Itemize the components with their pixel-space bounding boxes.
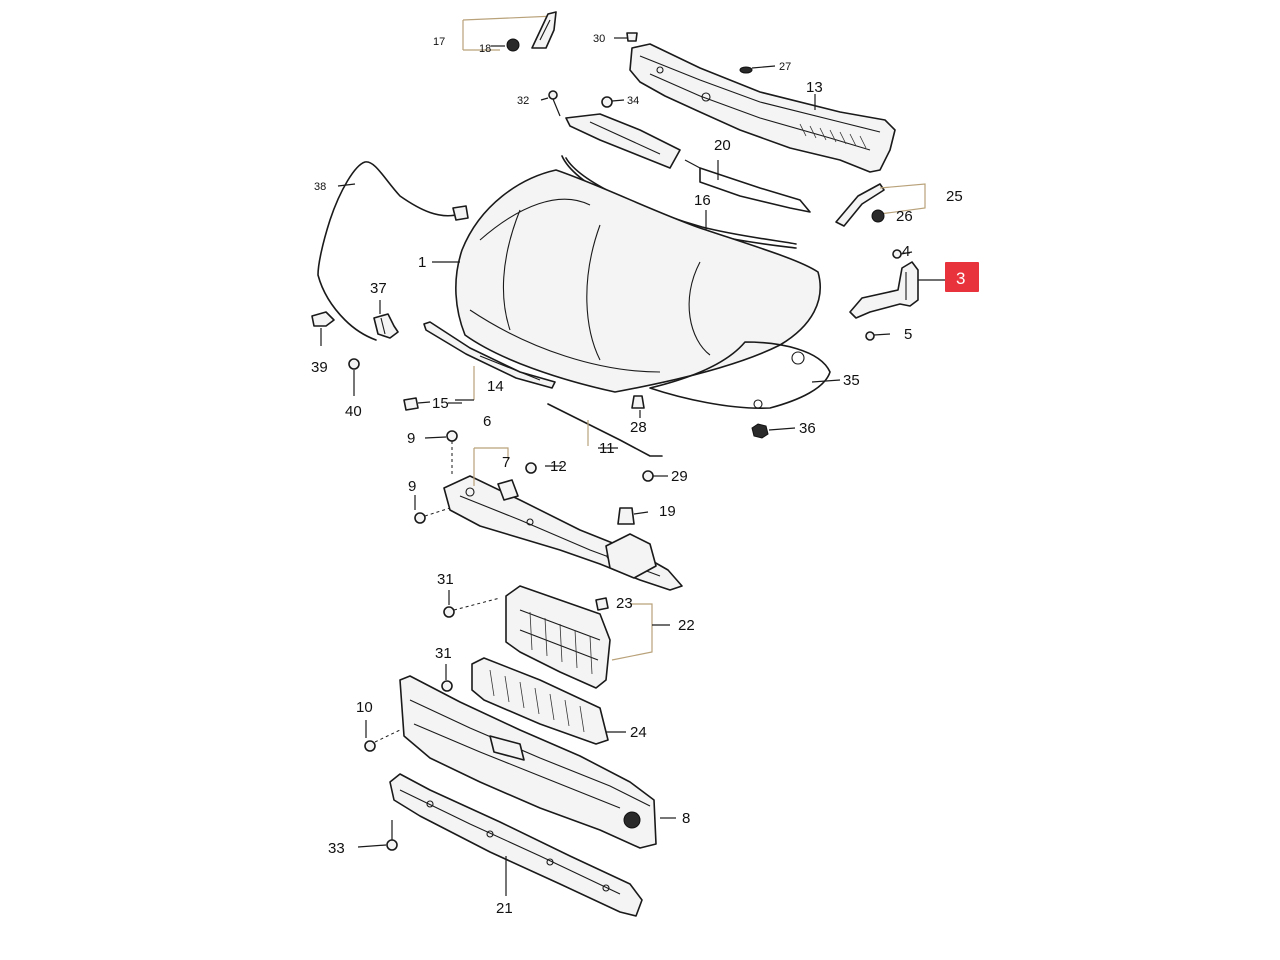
part-35-insulator bbox=[649, 341, 841, 410]
part-4-bolt bbox=[892, 249, 913, 259]
label-part-33: 33 bbox=[328, 840, 345, 857]
label-part-21: 21 bbox=[496, 900, 513, 917]
label-part-34: 34 bbox=[627, 95, 639, 107]
label-part-26: 26 bbox=[896, 208, 913, 225]
part-36-nut bbox=[751, 423, 796, 439]
part-1-hood bbox=[455, 169, 821, 393]
label-part-4: 4 bbox=[902, 243, 910, 260]
part-24-grille-bracket bbox=[471, 657, 626, 745]
part-13-cowl-panel bbox=[629, 43, 896, 173]
label-part-37: 37 bbox=[370, 280, 387, 297]
part-31-bolt-a bbox=[443, 590, 501, 618]
label-part-35: 35 bbox=[843, 372, 860, 389]
part-3-hinge bbox=[849, 261, 945, 319]
label-part-40: 40 bbox=[345, 403, 362, 420]
label-part-1: 1 bbox=[418, 254, 426, 271]
label-part-36: 36 bbox=[799, 420, 816, 437]
part-22-air-guide bbox=[505, 585, 670, 689]
label-part-17: 17 bbox=[433, 36, 445, 48]
part-34-grommet bbox=[601, 96, 625, 108]
part-7-bracket bbox=[497, 479, 519, 501]
part-26-clip bbox=[871, 209, 885, 223]
part-27-clip bbox=[739, 65, 776, 74]
part-17-bracket bbox=[462, 11, 557, 51]
label-part-9-lower: 9 bbox=[408, 478, 416, 495]
label-part-22: 22 bbox=[678, 617, 695, 634]
part-10-bolt bbox=[364, 720, 401, 752]
label-part-7: 7 bbox=[502, 454, 510, 471]
label-part-10: 10 bbox=[356, 699, 373, 716]
label-part-18: 18 bbox=[479, 43, 491, 55]
label-part-28: 28 bbox=[630, 419, 647, 436]
label-part-3: 3 bbox=[956, 269, 965, 288]
part-40-bolt bbox=[348, 358, 360, 396]
part-9-bolt-lower bbox=[414, 495, 451, 524]
part-25-bracket bbox=[835, 183, 926, 227]
label-part-39: 39 bbox=[311, 359, 328, 376]
label-part-20: 20 bbox=[714, 137, 731, 154]
part-20-cowl-lower bbox=[565, 113, 811, 213]
label-part-27: 27 bbox=[779, 61, 791, 73]
label-part-12: 12 bbox=[550, 458, 567, 475]
part-18-clip bbox=[506, 38, 520, 52]
part-5-bolt bbox=[865, 331, 891, 341]
label-part-31-b: 31 bbox=[435, 645, 452, 662]
label-part-15: 15 bbox=[432, 395, 449, 412]
part-30-clip bbox=[614, 32, 638, 42]
label-part-14: 14 bbox=[487, 378, 504, 395]
label-part-16: 16 bbox=[694, 192, 711, 209]
part-6-upper-support bbox=[443, 447, 683, 591]
label-part-6: 6 bbox=[483, 413, 491, 430]
part-37-latch bbox=[373, 300, 399, 339]
part-8-absorber bbox=[399, 675, 676, 849]
part-12-clip bbox=[525, 462, 537, 474]
part-9-bolt-upper bbox=[424, 430, 458, 474]
part-38-release-cable bbox=[317, 161, 469, 341]
part-21-reinforcement bbox=[389, 773, 643, 917]
label-part-13: 13 bbox=[806, 79, 823, 96]
label-part-32: 32 bbox=[517, 95, 529, 107]
part-39-clip bbox=[311, 311, 335, 346]
label-part-30: 30 bbox=[593, 33, 605, 45]
label-part-31-a: 31 bbox=[437, 571, 454, 588]
label-part-24: 24 bbox=[630, 724, 647, 741]
label-part-19: 19 bbox=[659, 503, 676, 520]
part-32-screw bbox=[548, 90, 561, 117]
label-part-38: 38 bbox=[314, 181, 326, 193]
label-part-25: 25 bbox=[946, 188, 963, 205]
label-part-29: 29 bbox=[671, 468, 688, 485]
part-28-grommet bbox=[631, 395, 645, 418]
part-19-bumper bbox=[617, 507, 649, 525]
label-part-9-upper: 9 bbox=[407, 430, 415, 447]
highlight-box bbox=[945, 262, 979, 292]
label-part-5: 5 bbox=[904, 326, 912, 343]
label-part-11: 11 bbox=[599, 440, 615, 457]
label-part-23: 23 bbox=[616, 595, 633, 612]
part-29-clip bbox=[642, 470, 668, 482]
part-31-bolt-b bbox=[441, 664, 453, 692]
part-15-clip bbox=[403, 397, 431, 411]
part-14-strip bbox=[423, 321, 556, 401]
label-part-8: 8 bbox=[682, 810, 690, 827]
part-11-prop-rod bbox=[547, 403, 663, 457]
part-33-bolt bbox=[357, 820, 398, 851]
part-23-clip bbox=[595, 597, 609, 611]
